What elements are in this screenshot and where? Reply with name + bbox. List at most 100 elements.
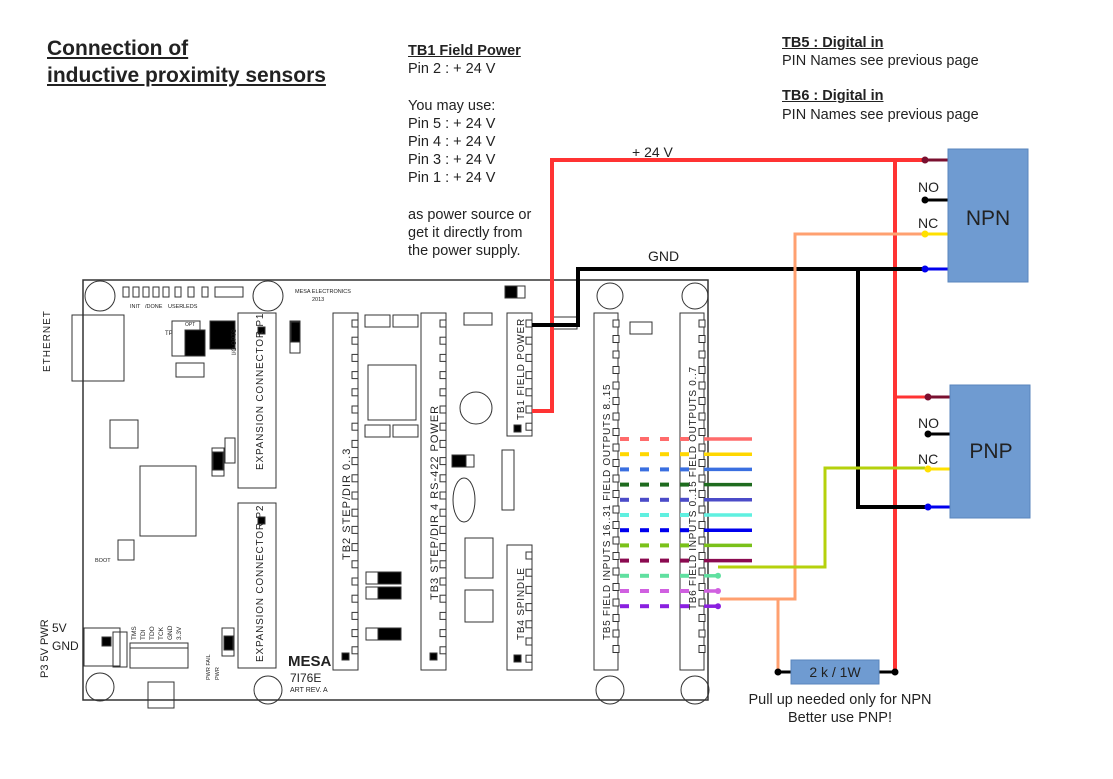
ethernet-jack bbox=[71, 314, 125, 382]
tb5-input-mark bbox=[620, 437, 629, 441]
terminal-pin bbox=[439, 405, 447, 414]
title-line-1: Connection of bbox=[47, 37, 189, 60]
terminal-pin bbox=[351, 646, 359, 655]
mounting-hole bbox=[253, 675, 283, 705]
led-row bbox=[122, 286, 209, 298]
pwr-fail-label: PWR FAIL bbox=[206, 654, 212, 680]
pin1-marker bbox=[101, 636, 112, 647]
tb5-input-mark bbox=[680, 528, 689, 533]
terminal-pin bbox=[612, 474, 620, 483]
pnp-sensor-body bbox=[949, 384, 1031, 519]
tb5-input-mark bbox=[660, 437, 669, 441]
mounting-hole bbox=[680, 675, 710, 705]
led-label-leds: LEDS bbox=[183, 304, 198, 310]
terminal-pin bbox=[612, 335, 620, 343]
power-pin-gnd: GND bbox=[52, 639, 79, 653]
tb5-input-mark bbox=[640, 482, 649, 487]
terminal-pin bbox=[439, 422, 447, 431]
terminal-pin bbox=[612, 428, 620, 436]
jumper-black bbox=[184, 329, 206, 357]
tb5-input-mark bbox=[660, 589, 669, 593]
terminal-pin bbox=[351, 474, 359, 483]
exp-p2-label: EXPANSION CONNECTOR P2 bbox=[255, 505, 266, 662]
terminal-pin bbox=[351, 525, 359, 534]
tb3-label: TB3 STEP/DIR 4 RS-422 POWER bbox=[429, 405, 441, 600]
tb1-label: TB1 FIELD POWER bbox=[516, 318, 527, 420]
mounting-hole bbox=[252, 280, 284, 312]
tb5-input-mark bbox=[680, 467, 689, 472]
plus-24v-label: + 24 V bbox=[632, 144, 674, 160]
terminal-pins bbox=[351, 319, 706, 663]
terminal-pin bbox=[351, 457, 359, 466]
terminal-pin bbox=[525, 371, 533, 380]
npn-nc-label: NC bbox=[918, 215, 938, 231]
board-revision: ART REV. A bbox=[290, 687, 328, 694]
junction-dot bbox=[924, 393, 932, 401]
tb5-note-heading: TB5 : Digital in bbox=[782, 35, 884, 51]
terminal-pin bbox=[612, 397, 620, 405]
tb5-input-mark bbox=[640, 452, 649, 457]
junction-dot bbox=[924, 503, 932, 511]
npn-sensor-body bbox=[947, 148, 1029, 283]
tb5-input-mark bbox=[660, 558, 669, 563]
jtag-pin-label: TDI bbox=[140, 629, 147, 640]
tb6-label: TB6 FIELD INPUTS 0..15 FIELD OUTPUTS 0..… bbox=[688, 366, 699, 610]
jtag-pin-label: TDO bbox=[149, 626, 156, 640]
terminal-pin bbox=[351, 371, 359, 380]
terminal-pin bbox=[698, 335, 706, 343]
terminal-pin bbox=[698, 366, 706, 374]
terminal-pin bbox=[439, 319, 447, 328]
terminal-pin bbox=[439, 474, 447, 483]
pnp-label: PNP bbox=[969, 440, 1012, 463]
tb5-input-mark bbox=[680, 437, 689, 441]
tb5-input-mark bbox=[640, 604, 649, 609]
terminal-pin bbox=[351, 353, 359, 362]
capacitor-cr bbox=[459, 391, 493, 425]
mounting-hole bbox=[85, 672, 115, 702]
terminal-pin bbox=[439, 525, 447, 534]
tb1-note-line: Pin 5 : + 24 V bbox=[408, 115, 496, 132]
tb5-input-mark bbox=[620, 467, 629, 472]
wire-end-dot bbox=[715, 588, 721, 594]
terminal-pin bbox=[698, 536, 706, 545]
pnp-nc-label: NC bbox=[918, 451, 938, 467]
terminal-pin bbox=[698, 443, 706, 452]
led-label-user: USER bbox=[168, 304, 183, 310]
terminal-pin bbox=[439, 371, 447, 380]
terminal-pin bbox=[612, 567, 620, 576]
tb5-input-mark bbox=[680, 604, 689, 609]
tb5-input-mark bbox=[640, 589, 649, 593]
terminal-pin bbox=[698, 552, 706, 560]
terminal-pin bbox=[698, 319, 706, 328]
terminal-pin bbox=[698, 428, 706, 436]
tb2-label: TB2 STEP/DIR 0..3 bbox=[341, 448, 353, 560]
tb5-input-mark bbox=[640, 558, 649, 563]
terminal-pin bbox=[612, 490, 620, 498]
tb5-input-mark bbox=[640, 437, 649, 441]
tb5-input-mark bbox=[680, 452, 689, 457]
terminal-pin bbox=[351, 543, 359, 552]
junction-dot bbox=[921, 156, 929, 164]
mesa-logo: MESA bbox=[288, 653, 332, 670]
terminal-pin bbox=[525, 353, 533, 362]
board-year: 2013 bbox=[312, 297, 324, 303]
jumper-black bbox=[209, 320, 236, 350]
npn-sensor: NPN NO NC bbox=[918, 148, 1029, 283]
terminal-pin bbox=[351, 560, 359, 569]
tb6-note-heading: TB6 : Digital in bbox=[782, 88, 884, 105]
jtag-pin-label: 3.3V bbox=[176, 626, 183, 640]
tb5-input-mark bbox=[620, 604, 629, 609]
terminal-pin bbox=[439, 543, 447, 552]
tb5-input-mark bbox=[660, 497, 669, 502]
pcb-outline bbox=[82, 279, 709, 701]
terminal-pin bbox=[612, 583, 620, 591]
jtag-pin-label: GND bbox=[167, 625, 174, 640]
tb5-input-mark bbox=[620, 513, 629, 517]
opt-label: OPT bbox=[185, 322, 195, 328]
tb1-note-line: You may use: bbox=[408, 97, 496, 114]
tb5-input-mark bbox=[620, 589, 629, 593]
terminal-pin bbox=[698, 459, 706, 467]
terminal-pin bbox=[525, 388, 533, 397]
expansion-connector-p1 bbox=[237, 312, 277, 489]
